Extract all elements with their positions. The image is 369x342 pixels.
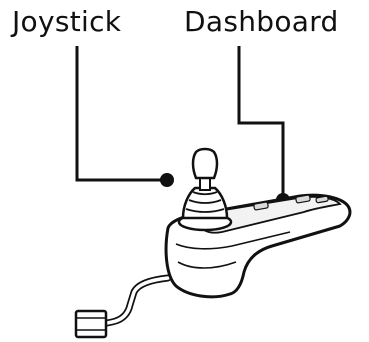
joystick-leader-line — [75, 46, 174, 187]
controller-cable — [74, 274, 172, 339]
dashboard-leader-line — [237, 46, 290, 207]
joystick-stick — [177, 147, 233, 232]
joystick-label: Joystick — [12, 5, 122, 38]
dashboard-label: Dashboard — [184, 5, 339, 38]
